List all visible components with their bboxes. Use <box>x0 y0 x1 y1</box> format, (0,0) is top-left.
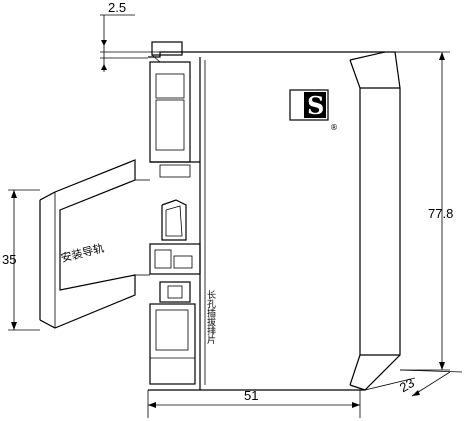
side-note-label: 长孔插拔排片 <box>205 289 216 345</box>
logo-letter: S <box>307 91 324 120</box>
dimension-chamfer: 23 <box>364 369 463 397</box>
dim-width-value: 51 <box>244 388 258 403</box>
dim-height-value: 77.8 <box>428 206 453 221</box>
dim-rail-height-value: 35 <box>2 252 16 267</box>
logo-text: sfere <box>303 95 311 111</box>
sfere-logo: S sfere ® <box>289 89 338 132</box>
dim-top-offset-value: 2.5 <box>108 0 126 15</box>
dimension-width: 51 <box>147 388 361 418</box>
din-rail <box>39 159 150 329</box>
dimension-top-offset: 2.5 <box>100 0 440 72</box>
dim-chamfer-value: 23 <box>397 375 417 395</box>
dimension-height: 77.8 <box>395 51 453 371</box>
rail-clip-mechanism <box>149 61 201 385</box>
dimension-rail-height: 35 <box>2 189 40 331</box>
logo-registered-mark: ® <box>330 123 338 132</box>
rail-label: 安装导轨 <box>59 241 105 265</box>
